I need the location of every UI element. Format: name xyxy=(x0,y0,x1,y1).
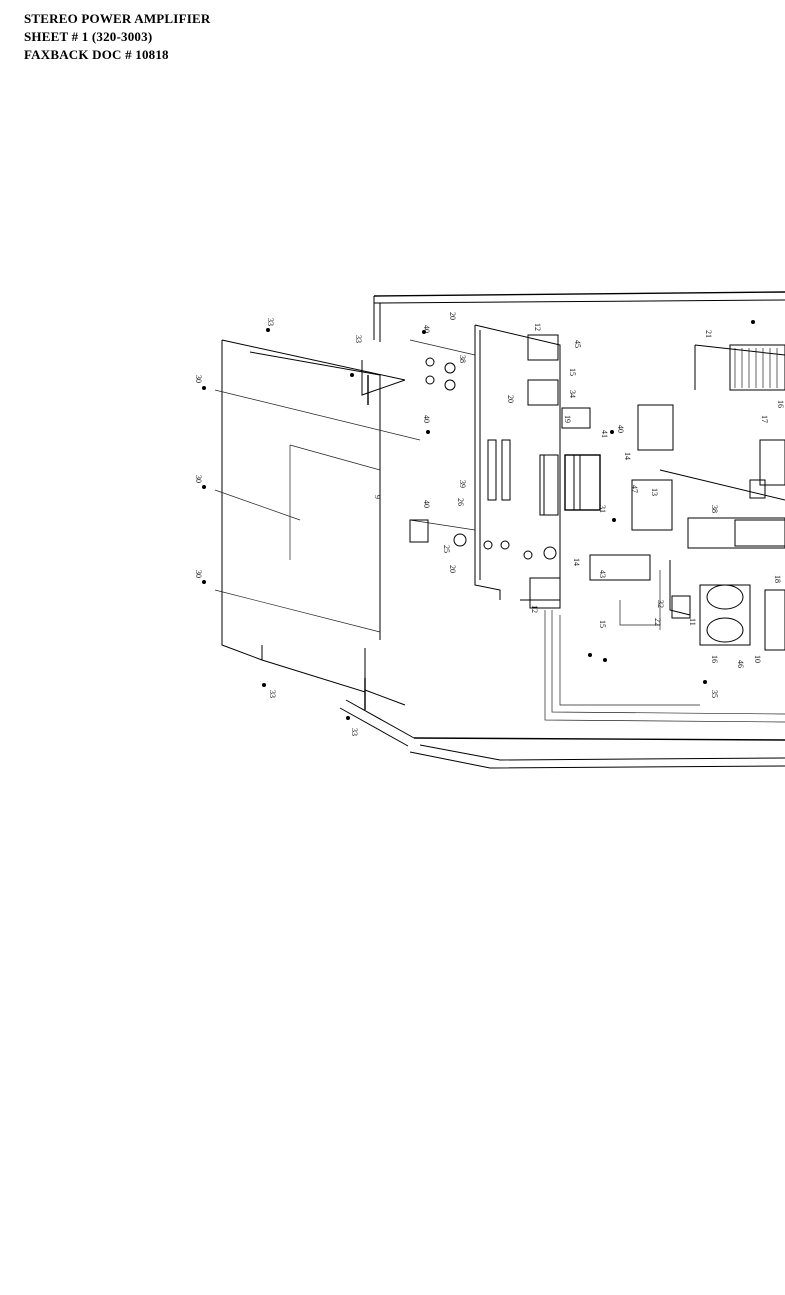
part-label: 25 xyxy=(442,545,451,553)
wire-harness xyxy=(544,570,785,723)
part-label: 20 xyxy=(448,312,457,320)
part-label: 9 xyxy=(373,495,382,499)
part-label: 33 xyxy=(350,728,359,736)
part-label: 40 xyxy=(616,425,625,433)
part-label: 21 xyxy=(704,330,713,338)
part-label: 30 xyxy=(194,375,203,383)
title-line: STEREO POWER AMPLIFIER xyxy=(24,11,211,26)
part-label: 10 xyxy=(753,655,762,663)
part-label: 38 xyxy=(458,355,467,363)
heat-sink-and-transformer xyxy=(659,344,785,651)
sheet-line: SHEET # 1 (320-3003) xyxy=(24,29,153,44)
faxback-line: FAXBACK DOC # 10818 xyxy=(24,47,169,62)
part-label: 20 xyxy=(506,395,515,403)
part-label: 31 xyxy=(598,505,607,513)
heatsink-brackets xyxy=(527,334,674,609)
part-label: 33 xyxy=(266,318,275,326)
part-label: 30 xyxy=(194,475,203,483)
part-label: 16 xyxy=(776,400,785,408)
part-label: 15 xyxy=(568,368,577,376)
part-label: 33 xyxy=(268,690,277,698)
part-label: 15 xyxy=(598,620,607,628)
part-label: 16 xyxy=(710,655,719,663)
part-label: 22 xyxy=(653,618,662,626)
part-label: 40 xyxy=(422,325,431,333)
part-label: 20 xyxy=(448,565,457,573)
part-label: 12 xyxy=(533,323,542,331)
rear-panel-plates xyxy=(214,339,421,710)
part-label: 38 xyxy=(710,505,719,513)
part-label: 43 xyxy=(598,570,607,578)
part-label: 17 xyxy=(760,415,769,423)
part-label: 41 xyxy=(600,430,609,438)
chassis-outline xyxy=(339,291,785,769)
part-label: 18 xyxy=(773,575,782,583)
part-label: 11 xyxy=(688,618,697,626)
part-labels: 33 33 33 33 30 30 30 40 40 40 40 20 20 2… xyxy=(194,312,785,736)
part-label: 33 xyxy=(354,335,363,343)
part-label: 19 xyxy=(563,415,572,423)
part-label: 26 xyxy=(456,498,465,506)
part-label: 47 xyxy=(630,485,639,493)
part-label: 34 xyxy=(568,390,577,398)
part-label: 35 xyxy=(710,690,719,698)
part-label: 13 xyxy=(650,488,659,496)
part-label: 46 xyxy=(736,660,745,668)
main-pcb-board xyxy=(409,324,561,601)
part-label: 32 xyxy=(656,600,665,608)
part-label: 14 xyxy=(572,558,581,566)
part-label: 30 xyxy=(194,570,203,578)
screws xyxy=(202,320,755,720)
part-label: 40 xyxy=(422,500,431,508)
part-label: 12 xyxy=(530,605,539,613)
part-label: 39 xyxy=(458,480,467,488)
part-label: 40 xyxy=(422,415,431,423)
part-label: 45 xyxy=(573,340,582,348)
document-header: STEREO POWER AMPLIFIER SHEET # 1 (320-30… xyxy=(24,10,210,64)
part-label: 14 xyxy=(623,452,632,460)
